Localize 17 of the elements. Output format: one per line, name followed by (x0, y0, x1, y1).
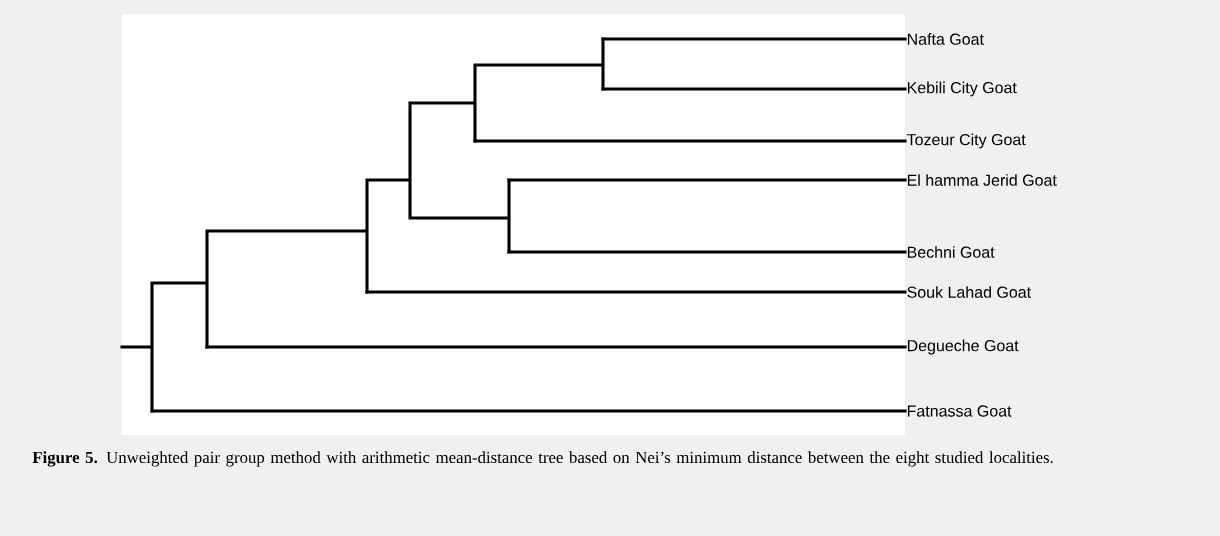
branch-line (507, 250, 907, 254)
branch-line (473, 139, 907, 143)
leaf-label: Souk Lahad Goat (907, 286, 1031, 298)
leaf-label: Fatnassa Goat (907, 405, 1012, 417)
branch-line (601, 37, 907, 41)
branch-line (365, 290, 907, 294)
leaf-label: Kebili City Goat (907, 81, 1017, 97)
leaf-label: Degueche Goat (907, 339, 1019, 355)
leaf-label: Tozeur City Goat (906, 133, 1026, 149)
branch-line (205, 345, 907, 349)
figure-caption: Figure 5. Unweighted pair group method with arithmetic mean-distance tree based on Nei’s minimum distance between the eight studied localities. (32, 451, 1053, 467)
leaf-label: El hamma Jerid Goat (907, 174, 1057, 186)
leaf-label: Nafta Goat (907, 33, 984, 45)
leaf-label: Bechni Goat (907, 246, 995, 258)
branch-line (150, 409, 907, 413)
branch-line (601, 87, 907, 91)
branch-line (507, 178, 907, 182)
